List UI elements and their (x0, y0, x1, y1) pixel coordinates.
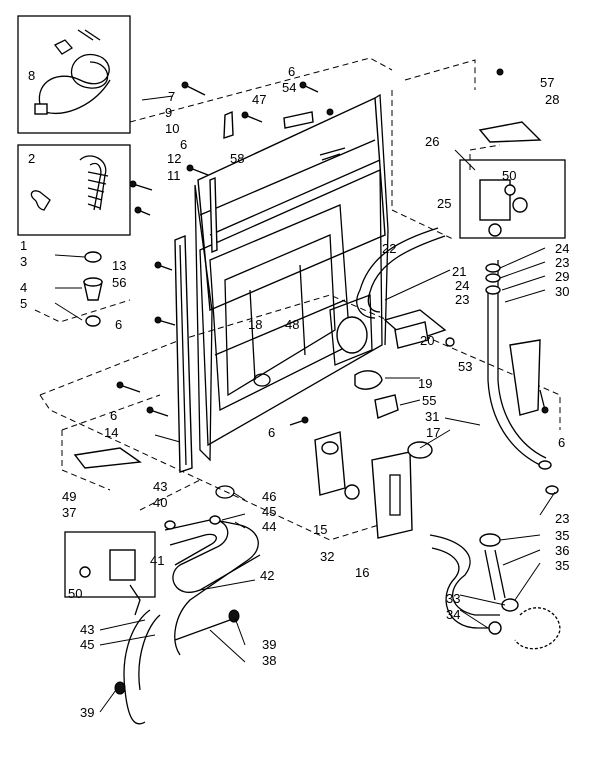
callout-50: 50 (502, 168, 516, 183)
drain-hose-inset-box (17, 144, 131, 236)
leader-lines (54, 95, 556, 713)
callout-57: 57 (540, 75, 554, 90)
callout-12: 12 (167, 151, 181, 166)
rear-panel-assembly (194, 93, 389, 462)
callout-30: 30 (555, 284, 569, 299)
callout-37: 37 (62, 505, 76, 520)
callout-21: 21 (452, 264, 466, 279)
callout-33: 33 (446, 591, 460, 606)
callout-8: 8 (28, 68, 35, 83)
callout-29: 29 (555, 269, 569, 284)
callout-43: 43 (80, 622, 94, 637)
callout-38: 38 (262, 653, 276, 668)
power-cord-part (34, 29, 111, 115)
callout-55: 55 (422, 393, 436, 408)
callout-13: 13 (112, 258, 126, 273)
callout-24: 24 (455, 278, 469, 293)
pump-assembly-15-16-17 (314, 431, 433, 539)
callout-labels: 57 28 8 7 9 6 54 47 10 58 6 12 11 2 26 5… (20, 64, 569, 720)
callout-23: 23 (555, 255, 569, 270)
callout-41: 41 (150, 553, 164, 568)
callout-15: 15 (313, 522, 327, 537)
callout-23: 23 (555, 511, 569, 526)
bracket-inset-box (64, 531, 156, 598)
assembly-outline-lines (34, 57, 561, 541)
water-valve-inset-box (459, 159, 566, 239)
callout-25: 25 (437, 196, 451, 211)
callout-3: 3 (20, 254, 27, 269)
callout-58: 58 (230, 151, 244, 166)
callout-18: 18 (248, 317, 262, 332)
callout-6: 6 (115, 317, 122, 332)
callout-35: 35 (555, 558, 569, 573)
callout-19: 19 (418, 376, 432, 391)
callout-6: 6 (180, 137, 187, 152)
callout-45: 45 (80, 637, 94, 652)
callout-6: 6 (268, 425, 275, 440)
callout-49: 49 (62, 489, 76, 504)
clip-part-55 (374, 394, 399, 419)
water-valve-part-50 (479, 179, 528, 237)
fill-hoses (356, 227, 559, 495)
bracket-part-11 (209, 110, 314, 254)
callout-50: 50 (68, 586, 82, 601)
drain-hose-part-33 (429, 533, 561, 650)
callout-14: 14 (104, 425, 118, 440)
callout-34: 34 (446, 607, 460, 622)
callout-35: 35 (555, 528, 569, 543)
callout-23: 23 (455, 292, 469, 307)
callout-5: 5 (20, 296, 27, 311)
left-rail-part-14 (174, 234, 193, 473)
callout-4: 4 (20, 280, 27, 295)
callout-7: 7 (168, 89, 175, 104)
callout-53: 53 (458, 359, 472, 374)
screws (116, 68, 549, 426)
callout-47: 47 (252, 92, 266, 107)
bracket-part-50-lower (79, 549, 141, 616)
callout-36: 36 (555, 543, 569, 558)
lower-hoses-40-45 (114, 485, 261, 725)
clip-part-19 (354, 370, 383, 390)
bracket-part-28 (478, 121, 542, 143)
power-cord-inset-box (17, 15, 131, 134)
callout-10: 10 (165, 121, 179, 136)
callout-6: 6 (110, 408, 117, 423)
callout-56: 56 (112, 275, 126, 290)
callout-44: 44 (262, 519, 276, 534)
callout-39: 39 (262, 637, 276, 652)
callout-11: 11 (167, 168, 181, 183)
callout-31: 31 (425, 409, 439, 424)
callout-28: 28 (545, 92, 559, 107)
callout-16: 16 (355, 565, 369, 580)
drain-hose-guide-part-31 (509, 339, 541, 416)
callout-9: 9 (165, 105, 172, 120)
callout-42: 42 (260, 568, 274, 583)
bracket-part-49 (73, 447, 142, 469)
callout-40: 40 (153, 495, 167, 510)
callout-46: 46 (262, 489, 276, 504)
drain-hose-part (30, 155, 109, 211)
callout-20: 20 (420, 333, 434, 348)
callout-22: 22 (382, 241, 396, 256)
callout-32: 32 (320, 549, 334, 564)
callout-26: 26 (425, 134, 439, 149)
callout-54: 54 (282, 80, 296, 95)
callout-1: 1 (20, 238, 27, 253)
callout-17: 17 (426, 425, 440, 440)
callout-48: 48 (285, 317, 299, 332)
callout-43: 43 (153, 479, 167, 494)
callout-2: 2 (28, 151, 35, 166)
callout-39: 39 (80, 705, 94, 720)
callout-45: 45 (262, 504, 276, 519)
callout-24: 24 (555, 241, 569, 256)
hose-fittings-3-4-5 (83, 251, 103, 327)
switch-part-20 (383, 309, 455, 349)
callout-6: 6 (288, 64, 295, 79)
callout-6: 6 (558, 435, 565, 450)
